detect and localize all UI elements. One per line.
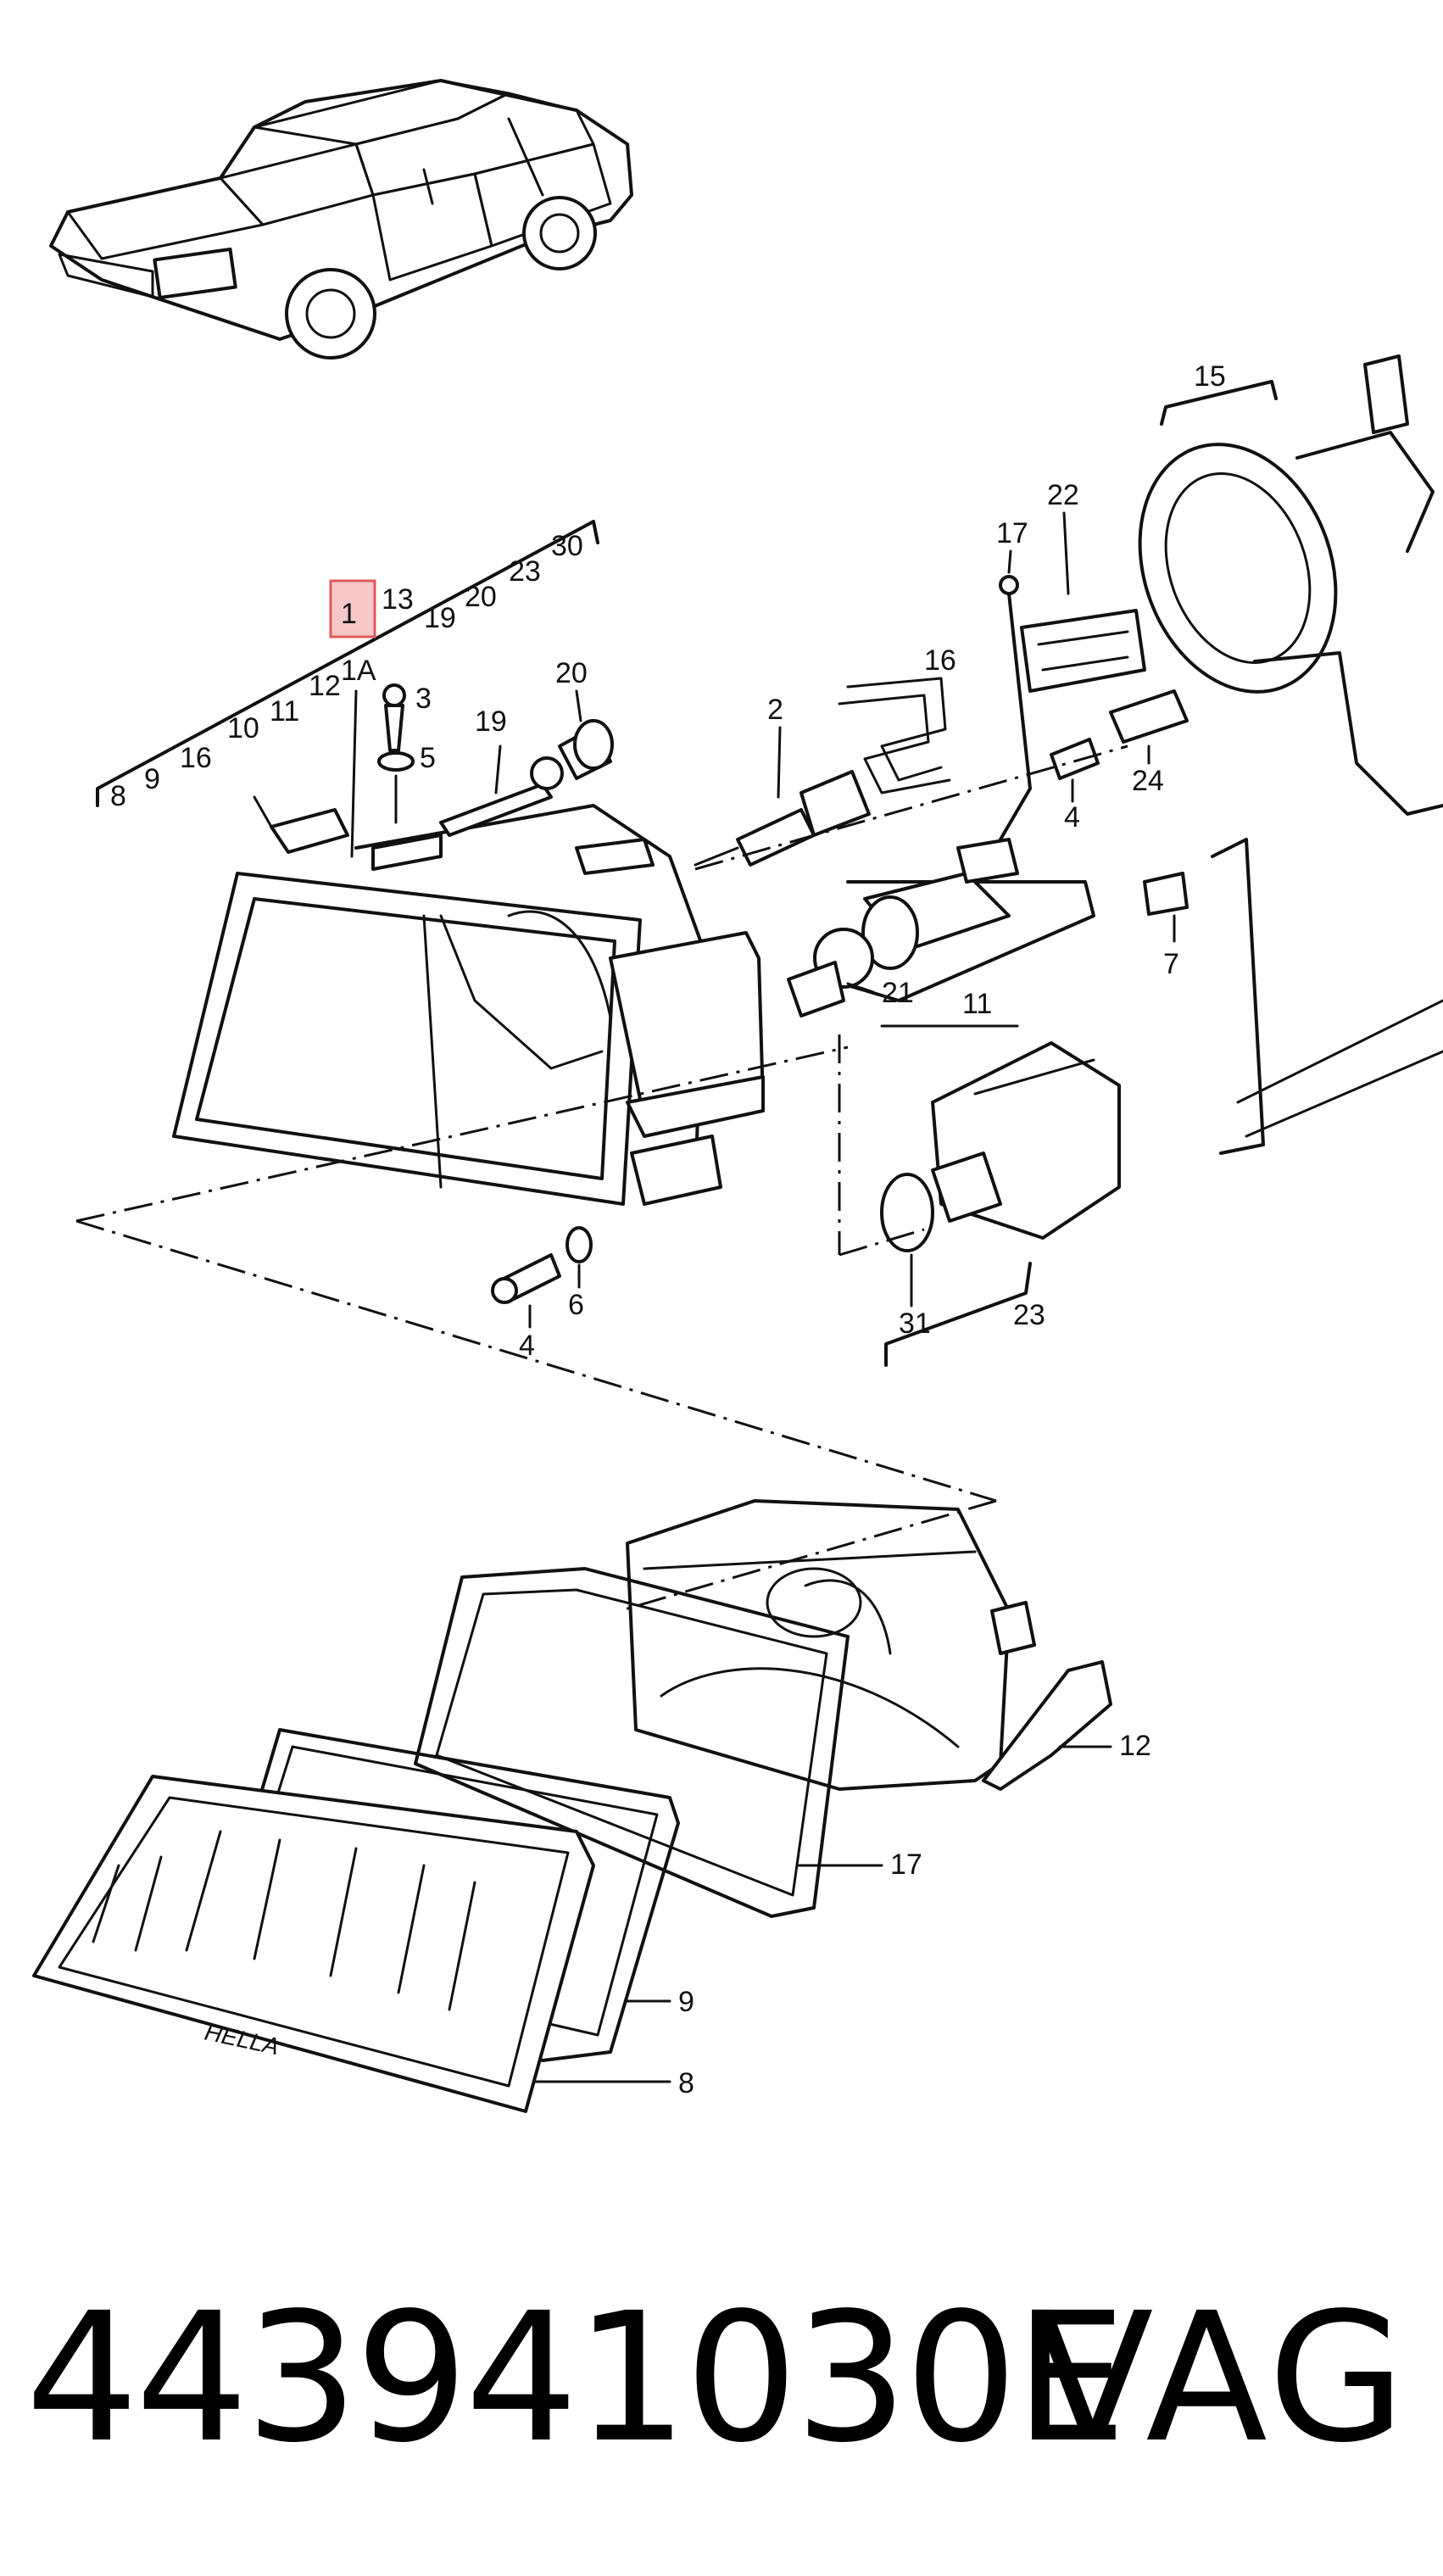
socket-22: 22 <box>1020 479 1146 693</box>
callout-bracket-upper: 1 13 19 20 23 30 8 9 16 10 11 12 1A <box>96 520 599 858</box>
adjuster-bracket-12: 12 <box>982 1660 1151 1791</box>
callout-15: 16 <box>924 644 956 677</box>
adjuster-19: 19 <box>439 705 564 837</box>
callout-3: 4 <box>1064 801 1080 834</box>
reflector-housing-lower <box>626 1499 1036 1791</box>
ring-13: 15 <box>1138 354 1435 694</box>
callout-23: 23 <box>509 555 541 588</box>
callout-5: 5 <box>420 742 436 774</box>
wire-15: 16 <box>838 644 956 795</box>
callout-2: 2 <box>767 694 783 726</box>
screw-and-washer-lower: 4 6 <box>491 1226 593 1362</box>
callout-1: 1 <box>341 598 357 630</box>
callout-9-gasket: 9 <box>678 1986 694 2018</box>
frame-16: 17 <box>414 1567 922 1918</box>
screw-and-washer-upper: 3 5 <box>377 683 436 824</box>
callout-16-frame: 17 <box>890 1848 922 1881</box>
callout-20-knob: 20 <box>555 657 588 689</box>
callout-13-ring: 15 <box>1194 360 1226 393</box>
callout-16: 16 <box>180 742 212 774</box>
bulb-3: 4 <box>1050 738 1100 834</box>
callout-19: 19 <box>424 602 456 634</box>
callout-1a: 1A <box>341 655 376 687</box>
callout-12-bracket: 12 <box>1119 1730 1151 1762</box>
highlight-box <box>329 579 376 638</box>
callout-10: 10 <box>227 712 259 744</box>
clip-10 <box>253 795 349 854</box>
brand-name: VAG <box>1032 2274 1409 2482</box>
knob-20: 20 <box>555 657 614 780</box>
bulb-holder-11: 21 11 <box>787 838 1095 1028</box>
body-panel-right <box>1211 651 1443 1155</box>
callout-4: 3 <box>415 683 432 715</box>
callout-22: 22 <box>1047 479 1079 511</box>
callout-19-adjuster: 19 <box>475 705 507 738</box>
callout-9: 9 <box>144 763 160 795</box>
callout-30: 23 <box>1013 1299 1045 1331</box>
callout-13: 13 <box>382 583 414 616</box>
callout-8-lens: 8 <box>678 2067 694 2099</box>
connector-7: 7 <box>1143 872 1189 980</box>
callout-7: 7 <box>1163 948 1179 980</box>
bulb-2: 2 <box>694 694 871 867</box>
callout-11-holder: 11 <box>962 988 992 1020</box>
pin-17: 17 <box>996 517 1032 841</box>
car-illustration <box>49 79 633 360</box>
callout-24: 30 <box>551 530 583 562</box>
callout-12: 12 <box>309 670 341 702</box>
headlight-exploded-diagram: 1 13 19 20 23 30 8 9 16 10 11 12 1A 3 5 <box>32 79 1443 2113</box>
callout-4-lower: 4 <box>519 1330 535 1362</box>
lens-8: HELLA 8 <box>32 1775 694 2113</box>
callout-20: 20 <box>465 581 497 613</box>
callout-8: 8 <box>110 780 126 812</box>
assembly-lines <box>75 744 1128 1613</box>
callout-17: 17 <box>996 517 1028 549</box>
aux-lamp-30: 31 23 <box>880 1041 1121 1367</box>
part-number: 443941030E <box>25 2274 1127 2482</box>
callout-11: 11 <box>270 695 299 728</box>
headlight-housing-upper <box>172 804 765 1206</box>
callout-23-bulb: 24 <box>1132 765 1164 797</box>
bulb-23: 24 <box>1109 689 1189 797</box>
callout-6: 6 <box>568 1289 584 1321</box>
callout-21: 21 <box>882 977 914 1009</box>
